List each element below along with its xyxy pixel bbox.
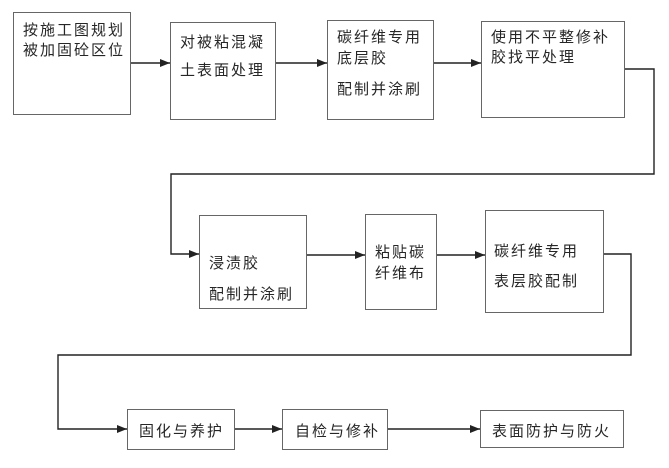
connector-topcoat-to-curing — [57, 253, 632, 433]
node-text-line: 固化与养护 — [139, 423, 225, 440]
node-text-line: 使用不平整修补 — [491, 29, 611, 46]
node-text-line: 胶找平处理 — [491, 49, 577, 66]
node-text-line: 浸渍胶 — [209, 255, 261, 272]
node-text-line: 被加固砼区位 — [23, 42, 126, 59]
flow-node-paste-cfrp: 粘贴碳 纤维布 — [365, 214, 437, 310]
flow-node-surface-protection: 表面防护与防火 — [480, 410, 624, 448]
flow-node-inspection-repair: 自检与修补 — [282, 409, 388, 450]
flow-node-surface-treatment: 对被粘混凝 土表面处理 — [170, 22, 276, 120]
node-text-line: 碳纤维专用 — [494, 243, 580, 260]
flow-node-leveling-repair: 使用不平整修补 胶找平处理 — [481, 21, 625, 118]
flow-node-primer-adhesive: 碳纤维专用 底层胶 配制并涂刷 — [327, 20, 434, 120]
node-text-line: 土表面处理 — [180, 62, 266, 79]
node-text-line: 对被粘混凝 — [180, 34, 266, 51]
node-text-line: 表层胶配制 — [494, 273, 580, 290]
flow-node-plan-regions: 按施工图规划 被加固砼区位 — [13, 12, 131, 115]
node-text-line: 底层胶 — [337, 50, 389, 67]
node-text-line: 表面防护与防火 — [492, 423, 612, 440]
connector-leveling-to-impregnating — [170, 68, 655, 258]
node-text-line: 粘贴碳 — [375, 244, 427, 261]
flow-node-topcoat-adhesive: 碳纤维专用 表层胶配制 — [485, 210, 604, 313]
node-text-line: 碳纤维专用 — [337, 29, 423, 46]
flow-node-impregnating-adhesive: 浸渍胶 配制并涂刷 — [199, 215, 307, 309]
node-text-line: 配制并涂刷 — [337, 81, 423, 98]
flow-node-curing: 固化与养护 — [127, 409, 235, 450]
node-text-line: 自检与修补 — [295, 423, 381, 440]
node-text-line: 按施工图规划 — [23, 22, 126, 39]
node-text-line: 纤维布 — [375, 265, 427, 282]
node-text-line: 配制并涂刷 — [209, 286, 295, 303]
